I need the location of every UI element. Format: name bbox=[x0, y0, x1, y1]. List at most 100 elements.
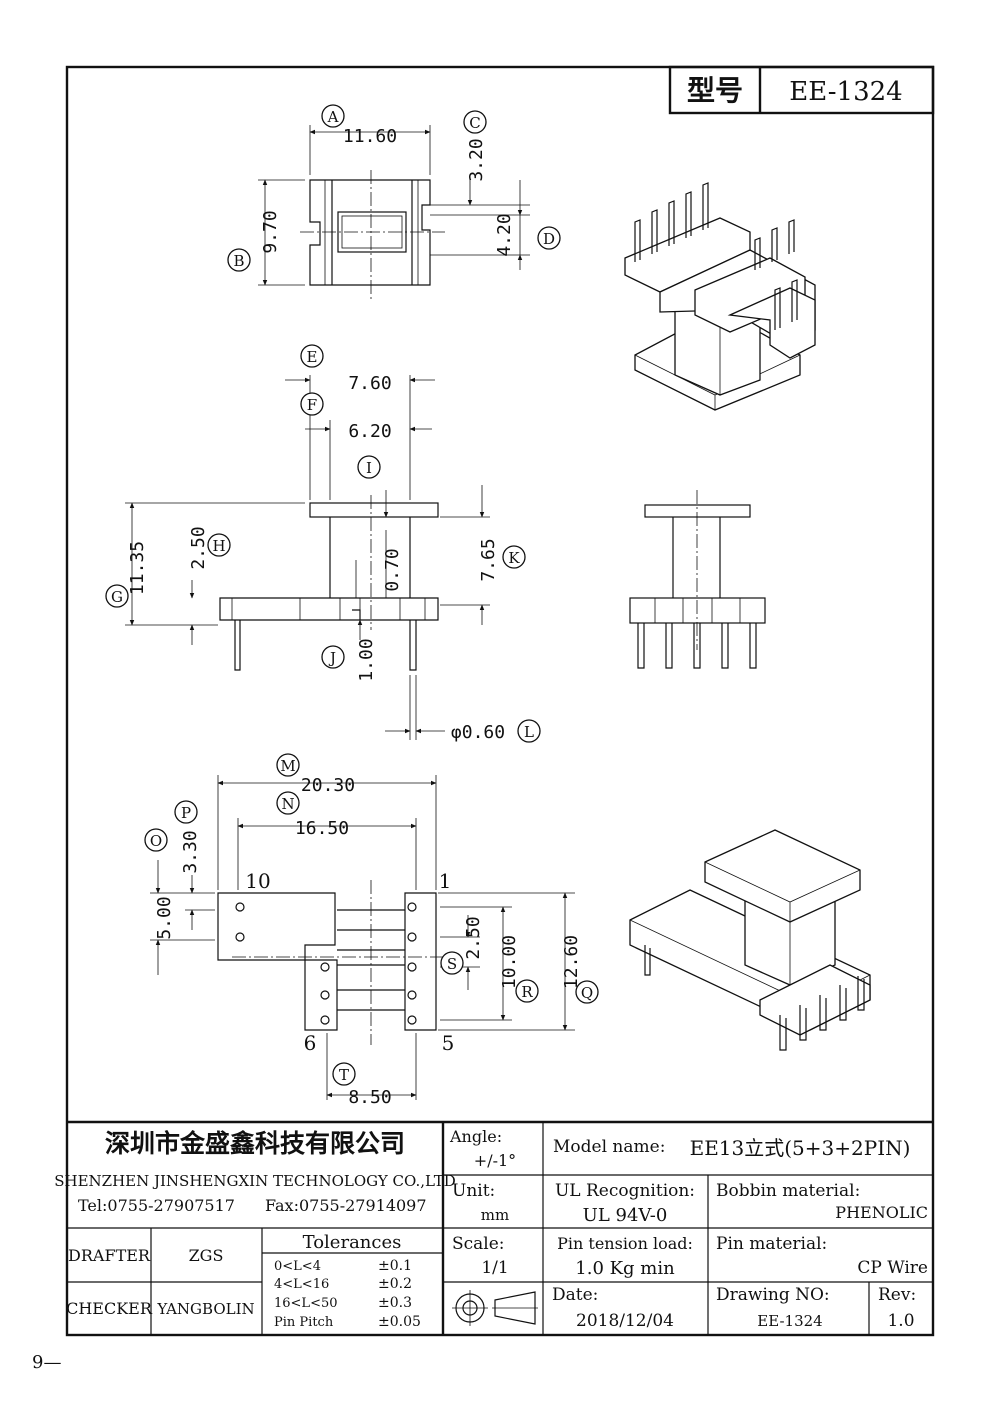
svg-text:F: F bbox=[307, 396, 317, 414]
svg-text:M: M bbox=[280, 757, 295, 775]
pin-label-6: 6 bbox=[304, 1031, 317, 1055]
checker-label: CHECKER bbox=[66, 1299, 153, 1318]
tol-range-3: Pin Pitch bbox=[274, 1315, 334, 1330]
angle-label: Angle: bbox=[449, 1127, 502, 1146]
svg-text:B: B bbox=[233, 252, 244, 270]
ul-value: UL 94V-0 bbox=[583, 1205, 668, 1226]
rev-value: 1.0 bbox=[887, 1311, 914, 1331]
dim-m: 20.30 bbox=[301, 775, 355, 796]
tol-range-2: 16<L<50 bbox=[274, 1296, 338, 1311]
date-value: 2018/12/04 bbox=[576, 1311, 674, 1331]
side-view bbox=[629, 490, 766, 669]
front-view: 7.60 6.20 11.35 2.50 0.70 1.00 7.65 bbox=[125, 373, 505, 743]
dim-f: 6.20 bbox=[348, 421, 391, 442]
pin-material-label: Pin material: bbox=[716, 1234, 827, 1254]
unit-value: mm bbox=[481, 1206, 509, 1224]
callout-d: D bbox=[537, 226, 561, 250]
callout-s: S bbox=[440, 951, 464, 975]
tol-range-1: 4<L<16 bbox=[274, 1277, 329, 1292]
drawing-no-label: Drawing NO: bbox=[716, 1285, 830, 1305]
callout-n: N bbox=[276, 791, 300, 815]
svg-text:L: L bbox=[524, 723, 534, 741]
isometric-view-bottom bbox=[629, 829, 871, 1051]
model-name-label: Model name: bbox=[553, 1137, 665, 1157]
callout-b: B bbox=[227, 248, 251, 272]
tol-value-2: ±0.3 bbox=[378, 1295, 412, 1311]
callout-p: P bbox=[174, 800, 198, 824]
svg-text:A: A bbox=[327, 108, 339, 126]
callout-r: R bbox=[515, 979, 539, 1003]
dim-g: 11.35 bbox=[127, 541, 148, 595]
dim-t: 8.50 bbox=[348, 1087, 391, 1108]
dim-j: 1.00 bbox=[356, 638, 377, 681]
model-label: 型号 bbox=[687, 74, 743, 107]
svg-text:J: J bbox=[328, 649, 336, 667]
svg-text:K: K bbox=[508, 549, 520, 567]
dim-a: 11.60 bbox=[343, 126, 397, 147]
drafter-label: DRAFTER bbox=[68, 1246, 151, 1265]
callout-q: Q bbox=[575, 980, 599, 1004]
callout-t: T bbox=[332, 1062, 356, 1086]
top-view: 11.60 9.70 3.20 4.20 bbox=[258, 125, 530, 300]
svg-text:I: I bbox=[366, 459, 372, 477]
model-name-value: EE13立式(5+3+2PIN) bbox=[690, 1136, 911, 1160]
dim-e: 7.60 bbox=[348, 373, 391, 394]
callout-c: C bbox=[463, 110, 487, 134]
dim-o: 5.00 bbox=[154, 896, 175, 939]
callout-f: F bbox=[300, 392, 324, 416]
bottom-view: 10 1 6 5 20.30 16.50 5.00 3.30 12.60 bbox=[150, 775, 582, 1108]
tol-value-1: ±0.2 bbox=[378, 1276, 412, 1292]
callout-e: E bbox=[300, 344, 324, 368]
callout-o: O bbox=[144, 828, 168, 852]
svg-text:D: D bbox=[543, 230, 555, 248]
dim-l: φ0.60 bbox=[451, 722, 505, 743]
dim-r: 10.00 bbox=[499, 935, 520, 989]
callout-i: I bbox=[357, 455, 381, 479]
dim-c: 3.20 bbox=[466, 138, 487, 181]
svg-text:G: G bbox=[111, 588, 123, 606]
bobbin-label: Bobbin material: bbox=[716, 1181, 860, 1201]
pin-label-10: 10 bbox=[245, 869, 270, 893]
callout-h: H bbox=[207, 533, 231, 557]
svg-text:C: C bbox=[469, 114, 480, 132]
dim-q: 12.60 bbox=[561, 935, 582, 989]
company-name-cn: 深圳市金盛鑫科技有限公司 bbox=[105, 1129, 405, 1158]
ul-label: UL Recognition: bbox=[555, 1181, 695, 1201]
company-tel: Tel:0755-27907517 bbox=[78, 1196, 235, 1215]
callout-j: J bbox=[321, 645, 345, 669]
svg-text:S: S bbox=[447, 955, 457, 973]
date-label: Date: bbox=[552, 1285, 598, 1305]
bobbin-value: PHENOLIC bbox=[835, 1203, 928, 1222]
model-value: EE-1324 bbox=[789, 77, 902, 107]
tolerances-title: Tolerances bbox=[303, 1232, 402, 1253]
dim-s: 2.50 bbox=[463, 916, 484, 959]
tol-value-0: ±0.1 bbox=[378, 1258, 412, 1274]
unit-label: Unit: bbox=[452, 1181, 495, 1201]
company-name-en: SHENZHEN JINSHENGXIN TECHNOLOGY CO.,LTD bbox=[54, 1172, 456, 1190]
pin-tension-label: Pin tension load: bbox=[557, 1234, 693, 1253]
scale-label: Scale: bbox=[452, 1234, 505, 1254]
dim-p: 3.30 bbox=[180, 830, 201, 873]
tol-range-0: 0<L<4 bbox=[274, 1259, 321, 1274]
sheet-border bbox=[65, 65, 935, 1337]
callout-m: M bbox=[276, 753, 300, 777]
dim-i: 0.70 bbox=[382, 548, 403, 591]
callout-g: G bbox=[105, 584, 129, 608]
svg-text:P: P bbox=[181, 804, 191, 822]
svg-text:H: H bbox=[212, 537, 225, 555]
pin-label-5: 5 bbox=[442, 1031, 455, 1055]
dim-b: 9.70 bbox=[260, 210, 281, 253]
svg-text:T: T bbox=[339, 1066, 349, 1084]
model-box: 型号 EE-1324 bbox=[668, 65, 935, 115]
svg-text:N: N bbox=[281, 795, 294, 813]
company-fax: Fax:0755-27914097 bbox=[265, 1196, 427, 1215]
angle-value: +/-1° bbox=[474, 1151, 516, 1170]
callout-l: L bbox=[517, 719, 541, 743]
svg-text:O: O bbox=[150, 832, 162, 850]
dim-h: 2.50 bbox=[188, 526, 209, 569]
pin-material-value: CP Wire bbox=[857, 1258, 928, 1278]
isometric-view-top bbox=[624, 182, 816, 411]
scale-value: 1/1 bbox=[481, 1258, 508, 1278]
dim-n: 16.50 bbox=[295, 818, 349, 839]
tol-value-3: ±0.05 bbox=[378, 1314, 421, 1330]
